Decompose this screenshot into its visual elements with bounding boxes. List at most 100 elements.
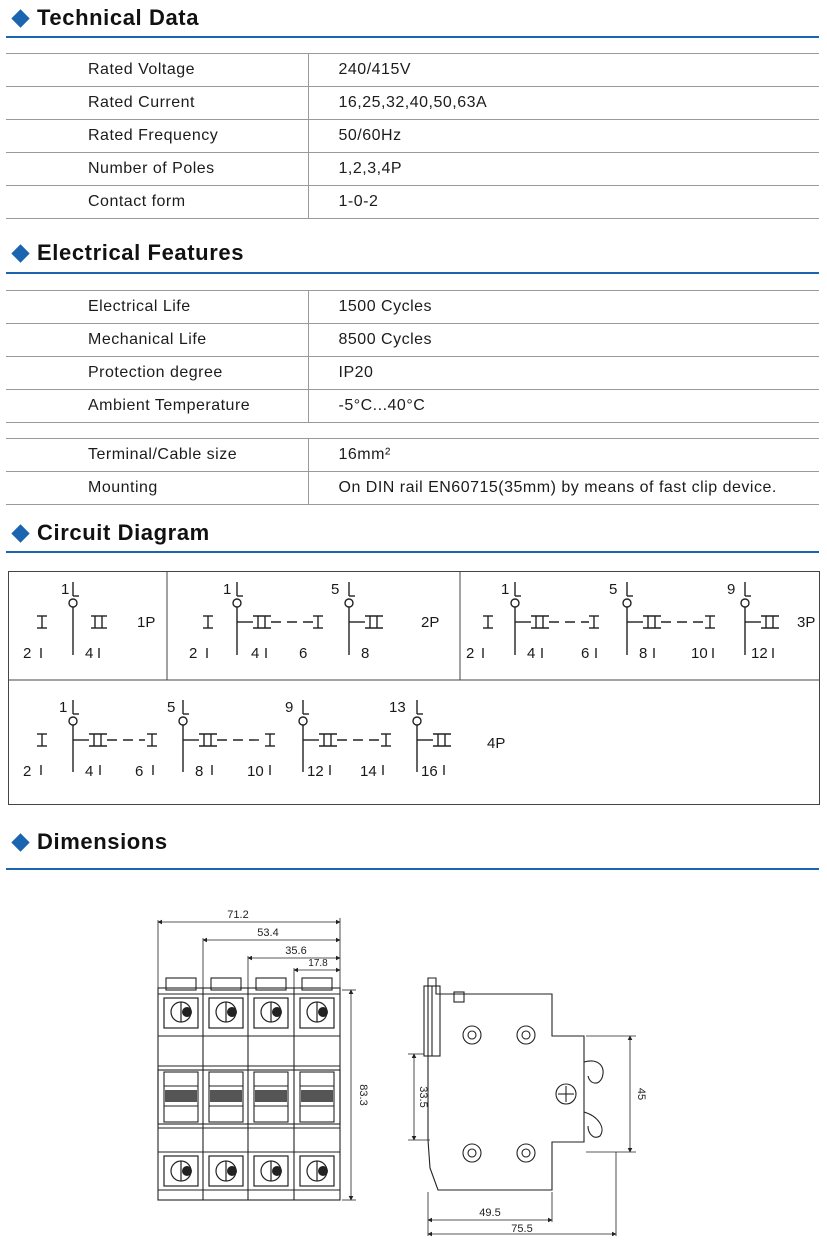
terminal-label: 2 — [466, 645, 474, 662]
diamond-bullet-icon — [11, 832, 30, 852]
terminal-label: 4 — [85, 763, 93, 780]
table-row: Ambient Temperature-5°C...40°C — [6, 389, 819, 423]
diamond-bullet-icon — [11, 523, 30, 543]
row-value: On DIN rail EN60715(35mm) by means of fa… — [308, 471, 819, 505]
terminal-label: 4 — [527, 645, 535, 662]
diamond-bullet-icon — [11, 8, 30, 28]
terminal-label: 10 — [691, 645, 708, 662]
terminal-label: 12 — [751, 645, 768, 662]
row-label: Electrical Life — [6, 290, 309, 324]
circuit-diagram-svg: 1 2 4 1P 1 5 2 4 6 8 2P — [9, 572, 819, 780]
row-value: 16mm² — [308, 438, 819, 472]
row-label: Terminal/Cable size — [6, 438, 309, 472]
row-value: IP20 — [308, 356, 819, 390]
row-value: 1-0-2 — [308, 185, 819, 219]
terminal-label: 8 — [195, 763, 203, 780]
table-gap-row — [6, 422, 819, 439]
dimension-label: 35.6 — [285, 945, 306, 957]
circuit-diagram-title: Circuit Diagram — [37, 520, 210, 545]
dimension-label: 49.5 — [479, 1207, 500, 1219]
row-label: Number of Poles — [6, 152, 309, 186]
terminal-label: 1 — [59, 699, 67, 716]
row-label: Rated Voltage — [6, 53, 309, 87]
row-label: Rated Frequency — [6, 119, 309, 153]
technical-data-heading: Technical Data — [6, 3, 199, 33]
row-value: 50/60Hz — [308, 119, 819, 153]
technical-data-title: Technical Data — [37, 5, 200, 30]
row-value: 240/415V — [308, 53, 819, 87]
dimension-label: 75.5 — [511, 1223, 532, 1235]
dimension-drawings: 71.2 53.4 35.6 17.8 83.3 — [0, 890, 827, 1246]
electrical-features-title: Electrical Features — [37, 240, 245, 265]
dimension-label: 45 — [635, 1088, 647, 1100]
pole-label-1p: 1P — [137, 614, 155, 631]
row-value: 8500 Cycles — [308, 323, 819, 357]
terminal-label: 16 — [421, 763, 438, 780]
terminal-label: 8 — [361, 645, 369, 662]
terminal-label: 2 — [23, 645, 31, 662]
electrical-features-rule — [6, 272, 819, 274]
terminal-label: 9 — [727, 581, 735, 598]
row-value: 16,25,32,40,50,63A — [308, 86, 819, 120]
row-label: Rated Current — [6, 86, 309, 120]
terminal-label: 14 — [360, 763, 377, 780]
row-label: Ambient Temperature — [6, 389, 309, 423]
circuit-diagram-panel: 1 2 4 1P 1 5 2 4 6 8 2P — [8, 571, 820, 805]
terminal-label: 1 — [223, 581, 231, 598]
terminal-label: 6 — [299, 645, 307, 662]
electrical-features-heading: Electrical Features — [6, 238, 244, 268]
terminal-label: 5 — [167, 699, 175, 716]
terminal-label: 2 — [189, 645, 197, 662]
gap-cell — [6, 422, 819, 439]
terminal-label: 8 — [639, 645, 647, 662]
dimension-drawing-svg: 71.2 53.4 35.6 17.8 83.3 — [157, 909, 647, 1237]
dimension-label: 17.8 — [308, 958, 328, 969]
terminal-label: 5 — [331, 581, 339, 598]
dimension-label: 53.4 — [257, 927, 278, 939]
diamond-bullet-icon — [11, 243, 30, 263]
terminal-label: 4 — [85, 645, 93, 662]
terminal-label: 10 — [247, 763, 264, 780]
terminal-label: 9 — [285, 699, 293, 716]
row-label: Protection degree — [6, 356, 309, 390]
circuit-diagram-heading: Circuit Diagram — [6, 518, 210, 548]
terminal-label: 6 — [135, 763, 143, 780]
dimensions-rule — [6, 868, 819, 870]
terminal-label: 12 — [307, 763, 324, 780]
row-label: Mounting — [6, 471, 309, 505]
terminal-label: 1 — [61, 581, 69, 598]
technical-data-rule — [6, 36, 819, 38]
pole-label-4p: 4P — [487, 735, 505, 752]
dimensions-heading: Dimensions — [6, 827, 168, 857]
terminal-label: 1 — [501, 581, 509, 598]
dimension-label: 71.2 — [227, 909, 248, 921]
dimension-label: 83.3 — [357, 1084, 369, 1105]
pole-label-3p: 3P — [797, 614, 815, 631]
terminal-label: 2 — [23, 763, 31, 780]
row-value: -5°C...40°C — [308, 389, 819, 423]
row-value: 1,2,3,4P — [308, 152, 819, 186]
row-label: Mechanical Life — [6, 323, 309, 357]
row-label: Contact form — [6, 185, 309, 219]
circuit-diagram-rule — [6, 551, 819, 553]
dimensions-title: Dimensions — [37, 829, 168, 854]
terminal-label: 4 — [251, 645, 259, 662]
row-value: 1500 Cycles — [308, 290, 819, 324]
dimension-label: 33.5 — [417, 1086, 429, 1107]
terminal-label: 5 — [609, 581, 617, 598]
terminal-label: 6 — [581, 645, 589, 662]
pole-label-2p: 2P — [421, 614, 439, 631]
terminal-label: 13 — [389, 699, 406, 716]
